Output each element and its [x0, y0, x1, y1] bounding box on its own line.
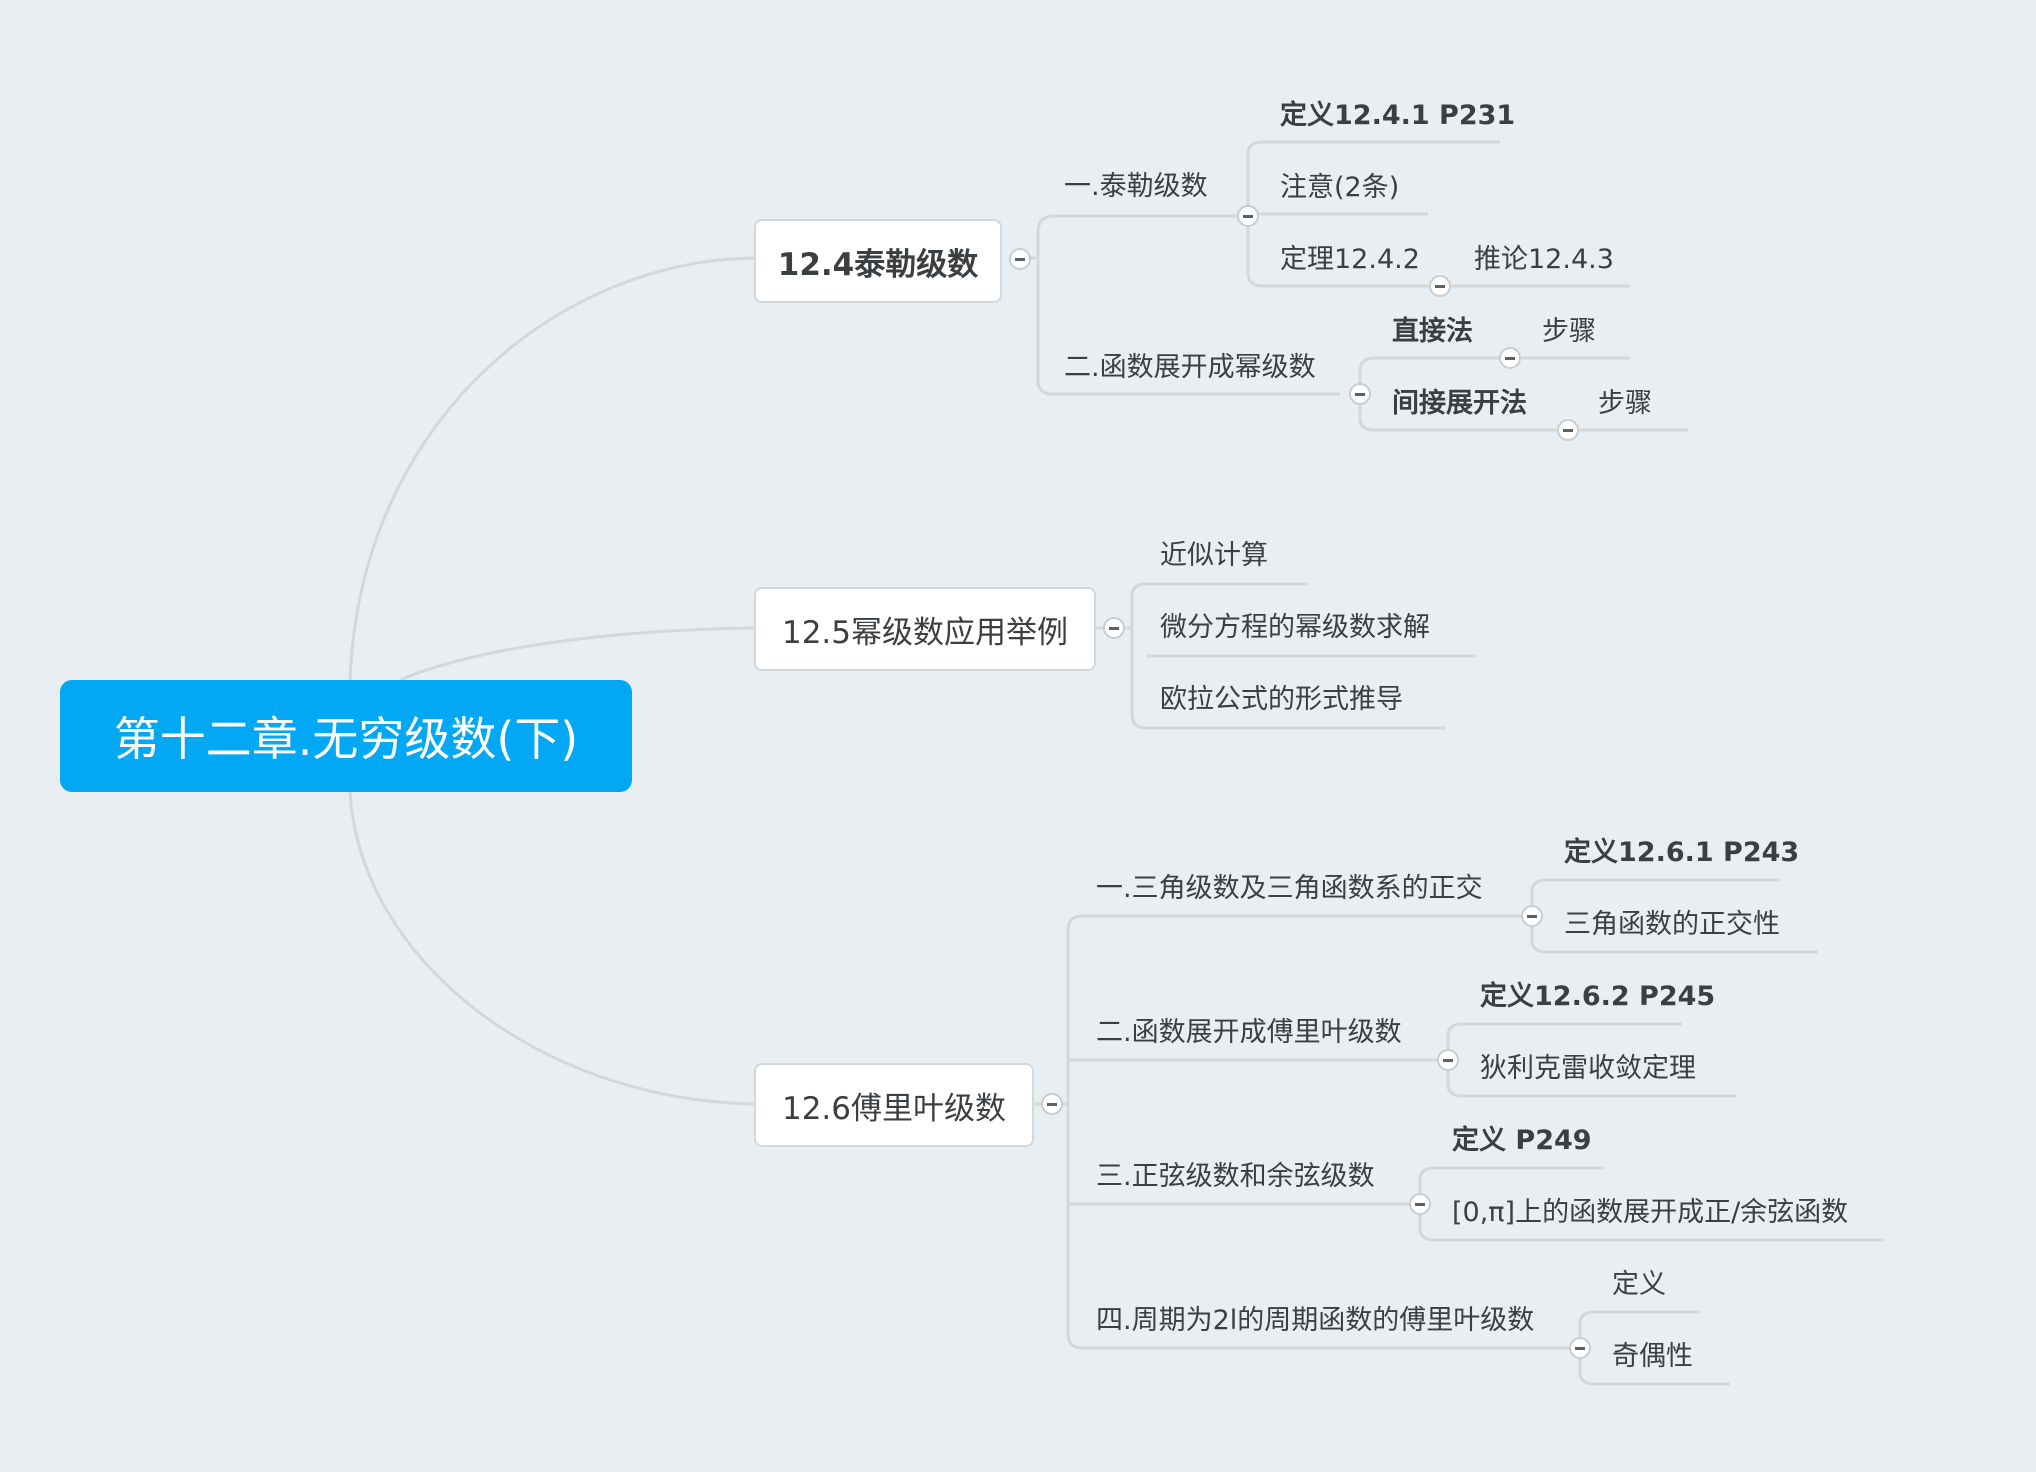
topic-definition[interactable]: 定义 — [1612, 1269, 1666, 1300]
subtopic-sine-cosine-series[interactable]: 三.正弦级数和余弦级数 — [1096, 1161, 1375, 1192]
collapse-icon[interactable] — [1009, 248, 1031, 270]
topic-12-4[interactable]: 12.4泰勒级数 — [754, 219, 1002, 303]
collapse-icon[interactable] — [1557, 419, 1579, 441]
topic-indirect-method[interactable]: 间接展开法 — [1392, 388, 1527, 419]
subtopic-fourier-expansion[interactable]: 二.函数展开成傅里叶级数 — [1096, 1017, 1402, 1048]
collapse-icon[interactable] — [1499, 347, 1521, 369]
collapse-icon[interactable] — [1569, 1337, 1591, 1359]
collapse-icon[interactable] — [1103, 617, 1125, 639]
topic-direct-steps[interactable]: 步骤 — [1542, 316, 1596, 347]
topic-trig-orthogonality[interactable]: 三角函数的正交性 — [1564, 909, 1780, 940]
subtopic-euler-formula[interactable]: 欧拉公式的形式推导 — [1160, 684, 1403, 715]
subtopic-differential-equations[interactable]: 微分方程的幂级数求解 — [1160, 612, 1430, 643]
connector-126-s3 — [1418, 1166, 1884, 1242]
topic-12-5[interactable]: 12.5幂级数应用举例 — [754, 587, 1096, 671]
collapse-icon[interactable] — [1429, 275, 1451, 297]
topic-12-6[interactable]: 12.6傅里叶级数 — [754, 1063, 1034, 1147]
connector-root-124 — [348, 256, 755, 681]
connector-126-s1 — [1530, 878, 1818, 954]
topic-definition-p249[interactable]: 定义 P249 — [1452, 1125, 1592, 1156]
connector-126-s2 — [1446, 1022, 1736, 1098]
topic-corollary-12-4-3[interactable]: 推论12.4.3 — [1474, 244, 1614, 275]
subtopic-approximation[interactable]: 近似计算 — [1160, 540, 1268, 571]
collapse-icon[interactable] — [1437, 1049, 1459, 1071]
connector-root-126 — [348, 791, 755, 1106]
topic-theorem-12-4-2[interactable]: 定理12.4.2 — [1280, 244, 1420, 275]
subtopic-taylor-series[interactable]: 一.泰勒级数 — [1064, 171, 1208, 202]
connector-124-s2 — [1358, 356, 1568, 432]
subtopic-period-2l[interactable]: 四.周期为2l的周期函数的傅里叶级数 — [1096, 1305, 1535, 1336]
connector-126-s4 — [1578, 1310, 1730, 1386]
collapse-icon[interactable] — [1521, 905, 1543, 927]
connector-root-125 — [399, 626, 755, 682]
collapse-icon[interactable] — [1409, 1193, 1431, 1215]
topic-parity[interactable]: 奇偶性 — [1612, 1341, 1693, 1372]
collapse-icon[interactable] — [1237, 205, 1259, 227]
topic-definition-12-6-2[interactable]: 定义12.6.2 P245 — [1480, 981, 1716, 1012]
topic-indirect-steps[interactable]: 步骤 — [1598, 388, 1652, 419]
topic-note[interactable]: 注意(2条) — [1280, 172, 1400, 203]
topic-sine-cosine-expansion[interactable]: [0,π]上的函数展开成正/余弦函数 — [1452, 1197, 1849, 1228]
topic-definition-12-4-1[interactable]: 定义12.4.1 P231 — [1280, 100, 1516, 131]
topic-dirichlet-theorem[interactable]: 狄利克雷收敛定理 — [1480, 1053, 1696, 1084]
topic-definition-12-6-1[interactable]: 定义12.6.1 P243 — [1564, 837, 1800, 868]
root-topic[interactable]: 第十二章.无穷级数(下) — [60, 680, 632, 792]
topic-direct-method[interactable]: 直接法 — [1392, 316, 1473, 347]
collapse-icon[interactable] — [1349, 383, 1371, 405]
subtopic-trig-orthogonal[interactable]: 一.三角级数及三角函数系的正交 — [1096, 873, 1483, 904]
subtopic-power-series-expansion[interactable]: 二.函数展开成幂级数 — [1064, 352, 1316, 383]
collapse-icon[interactable] — [1041, 1093, 1063, 1115]
